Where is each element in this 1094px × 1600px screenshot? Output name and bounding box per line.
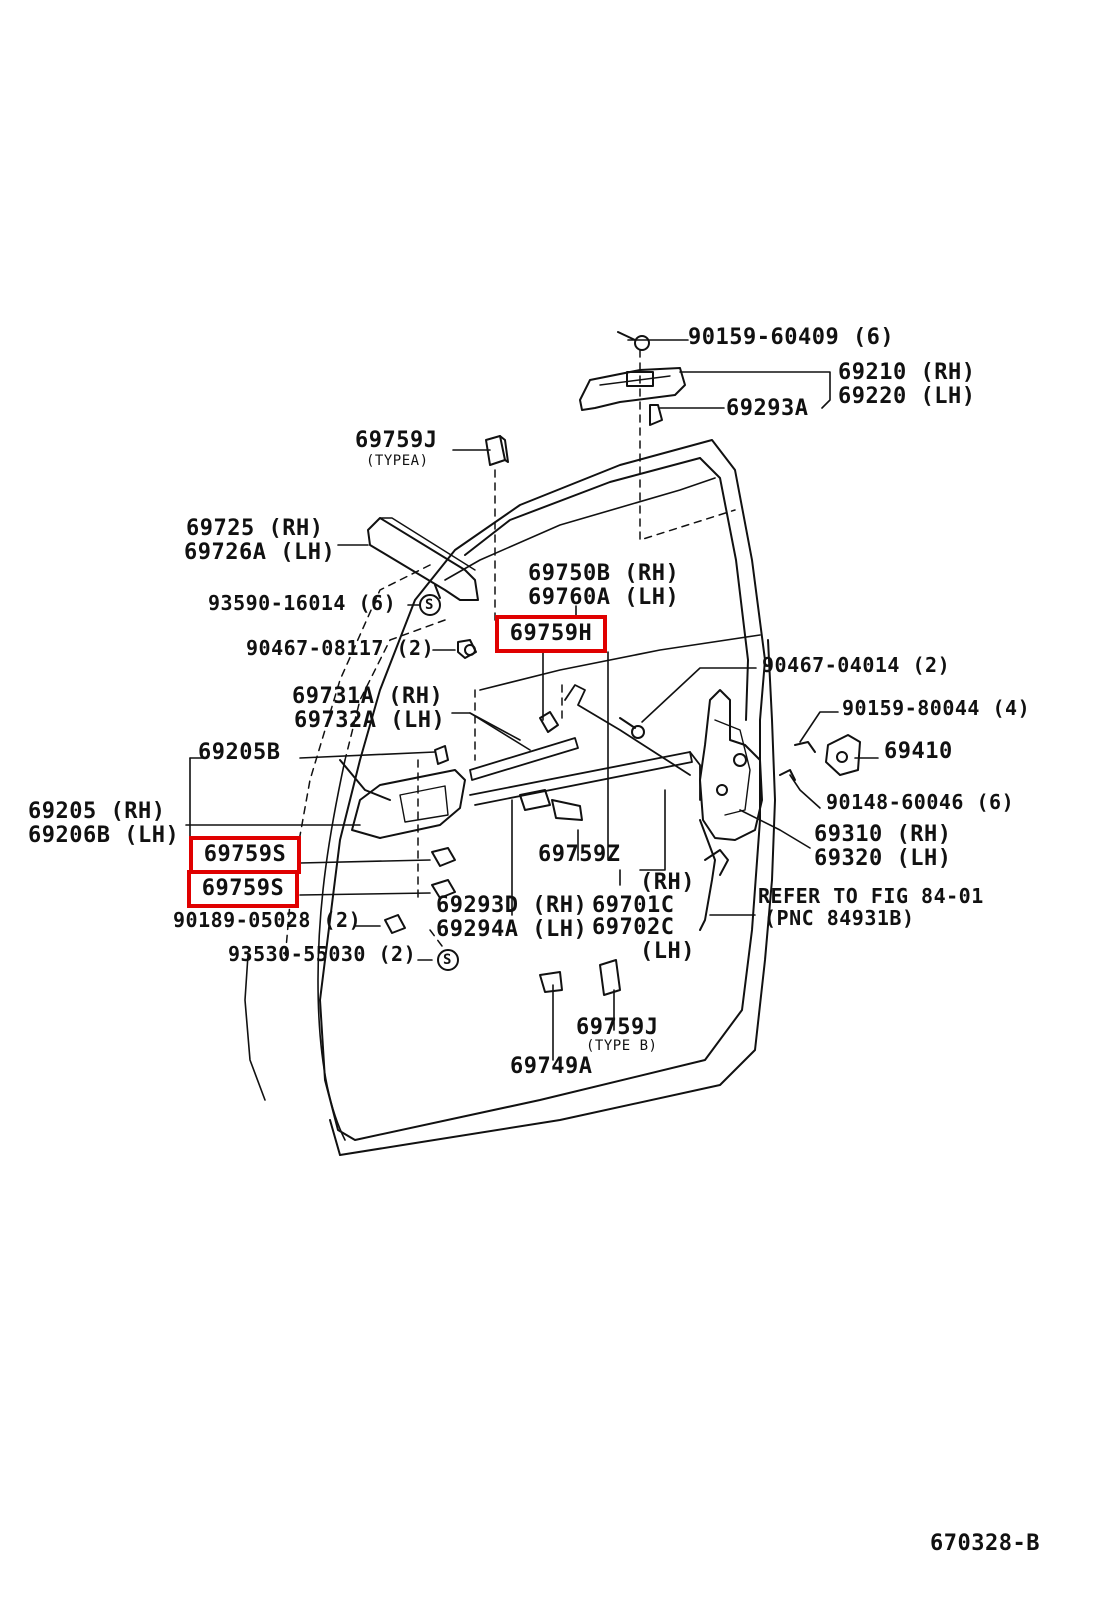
label-69701C: 69701C bbox=[592, 893, 675, 918]
label-lh: (LH) bbox=[640, 939, 695, 964]
label-69205B: 69205B bbox=[198, 740, 281, 765]
label-type-b: (TYPE B) bbox=[586, 1038, 658, 1054]
label-69759Z: 69759Z bbox=[538, 842, 621, 867]
label-69310: 69310 (RH) bbox=[814, 822, 952, 847]
label-69759J-type-b: 69759J bbox=[576, 1015, 659, 1040]
label-90467-04014: 90467-04014 (2) bbox=[762, 653, 951, 677]
label-69726A: 69726A (LH) bbox=[184, 540, 336, 565]
control-rods bbox=[469, 684, 701, 806]
label-69702C: 69702C bbox=[592, 915, 675, 940]
door-outline bbox=[317, 439, 776, 1156]
inside-handle bbox=[351, 769, 466, 839]
label-69205: 69205 (RH) bbox=[28, 799, 166, 824]
label-rh: (RH) bbox=[640, 870, 695, 895]
label-69293D: 69293D (RH) bbox=[436, 893, 588, 918]
outside-handle bbox=[579, 367, 686, 426]
s-symbol-lower: S bbox=[443, 952, 452, 968]
label-90159-80044: 90159-80044 (4) bbox=[842, 696, 1031, 720]
screw-top bbox=[617, 331, 650, 351]
pull-handle bbox=[367, 517, 479, 601]
label-69750B: 69750B (RH) bbox=[528, 561, 680, 586]
striker bbox=[825, 734, 861, 776]
highlight-69759H[interactable]: 69759H bbox=[495, 615, 607, 653]
door-lock bbox=[699, 689, 763, 931]
label-69410: 69410 bbox=[884, 739, 953, 764]
highlight-69759S-upper[interactable]: 69759S bbox=[189, 836, 301, 874]
s-symbol-upper: S bbox=[425, 597, 434, 613]
label-69759J-type-a: 69759J bbox=[355, 428, 438, 453]
label-type-a: (TYPEA) bbox=[366, 453, 429, 469]
label-69206B: 69206B (LH) bbox=[28, 823, 180, 848]
label-69210: 69210 (RH) bbox=[838, 360, 976, 385]
label-69749A: 69749A bbox=[510, 1054, 593, 1079]
label-69294A: 69294A (LH) bbox=[436, 917, 588, 942]
window-frame bbox=[444, 477, 761, 691]
rod-clip-type-a bbox=[485, 435, 509, 466]
s-symbols bbox=[419, 594, 459, 971]
label-90189-05028: 90189-05028 (2) bbox=[173, 908, 362, 932]
label-90467-08117: 90467-08117 (2) bbox=[246, 636, 435, 660]
label-93590-16014: 93590-16014 (6) bbox=[208, 591, 397, 615]
leader-lines bbox=[185, 339, 879, 1101]
figure-code: 670328-B bbox=[930, 1531, 1040, 1556]
label-69732A: 69732A (LH) bbox=[294, 708, 446, 733]
highlight-69759S-lower[interactable]: 69759S bbox=[187, 870, 299, 908]
label-69320: 69320 (LH) bbox=[814, 846, 952, 871]
fasteners bbox=[384, 639, 816, 996]
label-pnc: (PNC 84931B) bbox=[764, 906, 915, 930]
label-69293A: 69293A bbox=[726, 396, 809, 421]
label-69731A: 69731A (RH) bbox=[292, 684, 444, 709]
label-69725: 69725 (RH) bbox=[186, 516, 324, 541]
label-93530-55030: 93530-55030 (2) bbox=[228, 942, 417, 966]
label-90159-60409: 90159-60409 (6) bbox=[688, 325, 895, 350]
label-69220: 69220 (LH) bbox=[838, 384, 976, 409]
label-90148-60046: 90148-60046 (6) bbox=[826, 790, 1015, 814]
label-refer-fig: REFER TO FIG 84-01 bbox=[758, 884, 984, 908]
label-69760A: 69760A (LH) bbox=[528, 585, 680, 610]
